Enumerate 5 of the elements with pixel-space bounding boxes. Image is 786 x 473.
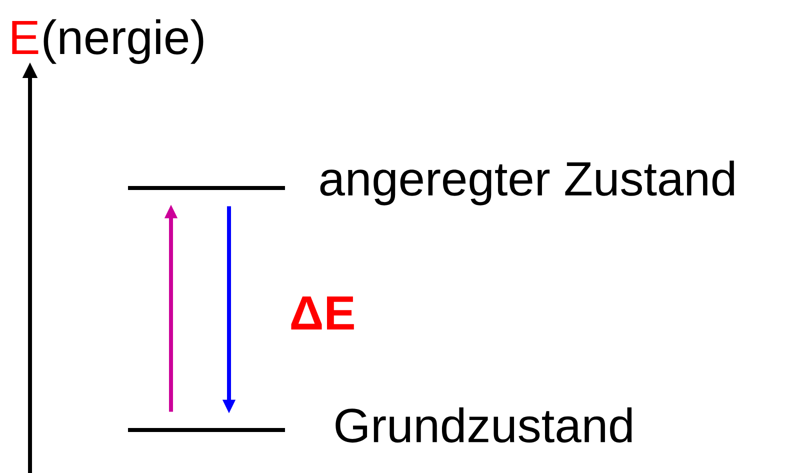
- level-label: angeregter Zustand: [320, 160, 734, 206]
- energy-difference-label: ΔE: [291, 296, 354, 330]
- axis-label: E: [12, 20, 38, 54]
- axis-label: (nergie): [44, 19, 204, 64]
- level-label: Grundzustand: [336, 407, 632, 443]
